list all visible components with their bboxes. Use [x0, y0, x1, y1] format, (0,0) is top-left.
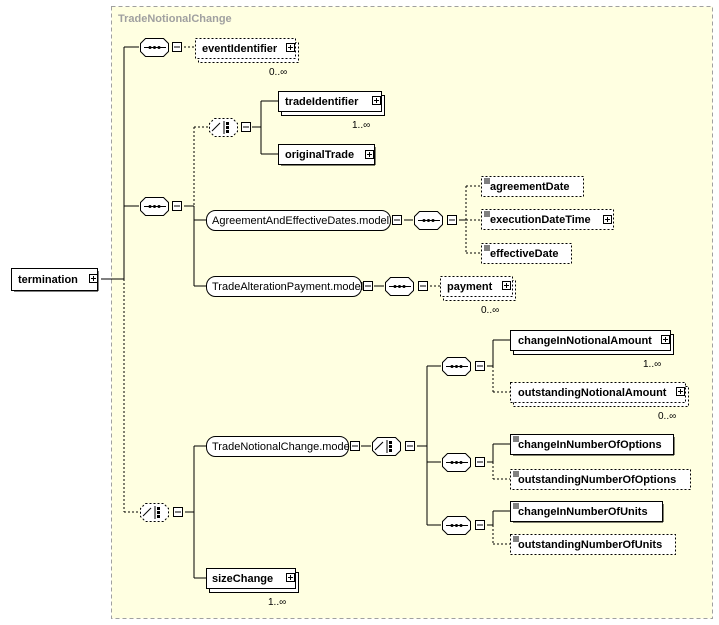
svg-text:effectiveDate: effectiveDate: [490, 248, 558, 260]
cardinality-label: 0..∞: [269, 67, 287, 78]
sequence-compositor[interactable]: [140, 197, 182, 216]
sequence-compositor[interactable]: [140, 38, 182, 57]
expand-icon[interactable]: [89, 274, 98, 283]
cardinality-label: 1..∞: [352, 120, 370, 131]
svg-text:eventIdentifier: eventIdentifier: [202, 43, 278, 55]
element-outstanding-number-of-units[interactable]: outstandingNumberOfUnits: [510, 534, 676, 555]
element-change-in-number-of-options[interactable]: changeInNumberOfOptions: [510, 434, 675, 456]
element-payment[interactable]: payment: [440, 276, 516, 301]
element-effective-date[interactable]: effectiveDate: [481, 243, 572, 264]
svg-text:agreementDate: agreementDate: [490, 181, 569, 193]
element-agreement-date[interactable]: agreementDate: [481, 176, 584, 197]
sequence-compositor[interactable]: [414, 211, 457, 230]
cardinality-label: 0..∞: [658, 411, 676, 422]
svg-text:changeInNumberOfUnits: changeInNumberOfUnits: [518, 506, 648, 518]
sequence-compositor[interactable]: [442, 516, 485, 535]
container-title: TradeNotionalChange: [118, 13, 232, 25]
svg-text:termination: termination: [18, 274, 78, 286]
cardinality-label: 1..∞: [268, 597, 286, 608]
connector-lines: [101, 46, 510, 579]
cardinality-label: 1..∞: [643, 359, 661, 370]
svg-text:payment: payment: [447, 281, 493, 293]
svg-text:outstandingNumberOfOptions: outstandingNumberOfOptions: [518, 474, 676, 486]
group-trade-alteration-payment[interactable]: TradeAlterationPayment.model: [206, 276, 373, 297]
svg-text:outstandingNumberOfUnits: outstandingNumberOfUnits: [518, 539, 662, 551]
sequence-compositor[interactable]: [442, 357, 485, 376]
element-trade-identifier[interactable]: tradeIdentifier: [278, 91, 385, 116]
element-size-change[interactable]: sizeChange: [206, 568, 299, 593]
choice-compositor[interactable]: [140, 503, 183, 522]
svg-text:originalTrade: originalTrade: [285, 149, 354, 161]
group-trade-notional-change[interactable]: TradeNotionalChange.model: [206, 436, 360, 457]
element-outstanding-notional-amount[interactable]: outstandingNotionalAmount: [510, 382, 689, 407]
svg-text:tradeIdentifier: tradeIdentifier: [285, 96, 359, 108]
element-execution-date-time[interactable]: executionDateTime: [481, 209, 614, 230]
sequence-compositor[interactable]: [442, 453, 485, 472]
svg-text:TradeNotionalChange.model: TradeNotionalChange.model: [212, 441, 352, 453]
element-outstanding-number-of-options[interactable]: outstandingNumberOfOptions: [510, 469, 691, 490]
element-termination[interactable]: termination: [11, 268, 99, 292]
group-agreement-and-effective-dates[interactable]: AgreementAndEffectiveDates.model: [206, 210, 402, 231]
svg-text:outstandingNotionalAmount: outstandingNotionalAmount: [518, 387, 667, 399]
element-original-trade[interactable]: originalTrade: [278, 144, 376, 166]
element-change-in-notional-amount[interactable]: changeInNotionalAmount: [510, 330, 674, 355]
element-event-identifier[interactable]: eventIdentifier: [195, 38, 299, 63]
choice-compositor[interactable]: [209, 118, 251, 137]
cardinality-label: 0..∞: [481, 305, 499, 316]
complex-type-container: [111, 6, 713, 619]
svg-text:changeInNotionalAmount: changeInNotionalAmount: [518, 335, 652, 347]
element-change-in-number-of-units[interactable]: changeInNumberOfUnits: [510, 501, 664, 523]
svg-text:AgreementAndEffectiveDates.mod: AgreementAndEffectiveDates.model: [212, 215, 389, 227]
svg-text:TradeAlterationPayment.model: TradeAlterationPayment.model: [212, 281, 363, 293]
svg-text:sizeChange: sizeChange: [212, 573, 273, 585]
svg-text:executionDateTime: executionDateTime: [490, 214, 591, 226]
svg-text:changeInNumberOfOptions: changeInNumberOfOptions: [518, 439, 662, 451]
sequence-compositor[interactable]: [385, 277, 428, 296]
choice-compositor[interactable]: [372, 437, 415, 456]
